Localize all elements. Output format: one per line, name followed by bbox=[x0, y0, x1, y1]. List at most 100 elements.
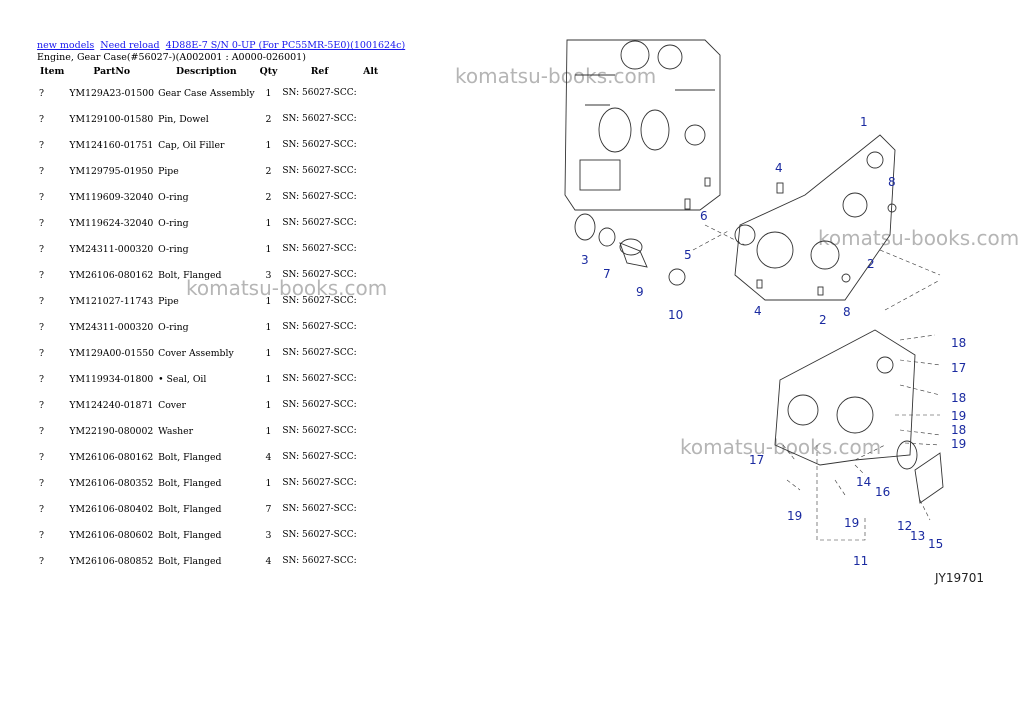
cell-alt bbox=[359, 236, 383, 262]
cell-item: ? bbox=[39, 269, 44, 281]
header-description: Description bbox=[176, 66, 237, 77]
callout-label: 9 bbox=[636, 285, 644, 299]
cell-partno: YM24311-000320 bbox=[69, 321, 154, 333]
cell-ref: SN: 56027-SCC: bbox=[282, 321, 357, 332]
cell-alt bbox=[359, 314, 383, 340]
callout-label: 10 bbox=[668, 308, 683, 322]
cell-description: Pipe bbox=[158, 295, 179, 307]
cell-alt bbox=[359, 366, 383, 392]
callout-label: 2 bbox=[867, 257, 875, 271]
callout-label: 6 bbox=[700, 209, 708, 223]
cell-description: Cover bbox=[158, 399, 186, 411]
callout-label: 16 bbox=[875, 485, 890, 499]
cell-ref: SN: 56027-SCC: bbox=[282, 555, 357, 566]
cell-item: ? bbox=[39, 529, 44, 541]
cell-description: Bolt, Flanged bbox=[158, 503, 222, 515]
cell-alt bbox=[359, 158, 383, 184]
figure-id: JY19701 bbox=[934, 571, 984, 585]
cell-alt bbox=[359, 184, 383, 210]
cell-item: ? bbox=[39, 295, 44, 307]
callout-label: 19 bbox=[951, 437, 966, 451]
cell-description: Pipe bbox=[158, 165, 179, 177]
callout-label: 7 bbox=[603, 267, 611, 281]
cell-qty: 4 bbox=[265, 555, 272, 567]
cell-qty: 1 bbox=[265, 373, 272, 385]
parts-table: Item PartNo Description Qty Ref Alt ?YM1… bbox=[37, 66, 383, 574]
nav-link-new-models[interactable]: new models bbox=[37, 40, 95, 51]
cell-qty: 1 bbox=[265, 243, 272, 255]
callout-label: 17 bbox=[749, 453, 764, 467]
cell-ref: SN: 56027-SCC: bbox=[282, 503, 357, 514]
cell-qty: 1 bbox=[265, 217, 272, 229]
cell-partno: YM26106-080352 bbox=[69, 477, 154, 489]
callout-label: 19 bbox=[844, 516, 859, 530]
cell-alt bbox=[359, 106, 383, 132]
cell-qty: 1 bbox=[265, 399, 272, 411]
cell-item: ? bbox=[39, 217, 44, 229]
cell-item: ? bbox=[39, 113, 44, 125]
cell-partno: YM26106-080852 bbox=[69, 555, 154, 567]
callout-label: 19 bbox=[951, 409, 966, 423]
cell-alt bbox=[359, 522, 383, 548]
callout-label: 3 bbox=[581, 253, 589, 267]
gear-case-drawing bbox=[734, 134, 896, 301]
cell-partno: YM121027-11743 bbox=[69, 295, 154, 307]
cell-item: ? bbox=[39, 243, 44, 255]
cell-partno: YM24311-000320 bbox=[69, 243, 154, 255]
leader-lines bbox=[692, 224, 941, 541]
cell-ref: SN: 56027-SCC: bbox=[282, 243, 357, 254]
cell-ref: SN: 56027-SCC: bbox=[282, 425, 357, 436]
cell-item: ? bbox=[39, 87, 44, 99]
cell-partno: YM119624-32040 bbox=[69, 217, 154, 229]
cell-ref: SN: 56027-SCC: bbox=[282, 347, 357, 358]
cell-partno: YM124160-01751 bbox=[69, 139, 154, 151]
callout-label: 4 bbox=[754, 304, 762, 318]
callout-label: 12 bbox=[897, 519, 912, 533]
cell-qty: 1 bbox=[265, 321, 272, 333]
cell-qty: 2 bbox=[265, 165, 272, 177]
cell-qty: 3 bbox=[265, 529, 272, 541]
nav-link-need-reload[interactable]: Need reload bbox=[100, 40, 160, 51]
cell-ref: SN: 56027-SCC: bbox=[282, 87, 357, 98]
cell-partno: YM22190-080002 bbox=[69, 425, 154, 437]
cell-partno: YM119934-01800 bbox=[69, 373, 154, 385]
cell-description: Cover Assembly bbox=[158, 347, 234, 359]
nav-link-model[interactable]: 4D88E-7 S/N 0-UP (For PC55MR-5E0)(100162… bbox=[165, 40, 406, 51]
callout-label: 18 bbox=[951, 423, 966, 437]
cell-item: ? bbox=[39, 399, 44, 411]
cell-partno: YM129A23-01500 bbox=[69, 87, 155, 99]
cell-ref: SN: 56027-SCC: bbox=[282, 477, 357, 488]
cell-alt bbox=[359, 80, 383, 106]
engine-block-drawing bbox=[564, 39, 721, 211]
cell-alt bbox=[359, 470, 383, 496]
callout-label: 14 bbox=[856, 475, 871, 489]
header-ref: Ref bbox=[310, 66, 329, 77]
cell-alt bbox=[359, 548, 383, 574]
cell-alt bbox=[359, 288, 383, 314]
cell-description: • Seal, Oil bbox=[158, 373, 207, 385]
small-parts-drawing bbox=[574, 177, 897, 296]
cell-qty: 1 bbox=[265, 425, 272, 437]
header-item: Item bbox=[40, 66, 65, 77]
cell-partno: YM26106-080602 bbox=[69, 529, 154, 541]
breadcrumb: new models Need reload 4D88E-7 S/N 0-UP … bbox=[37, 40, 408, 51]
cell-ref: SN: 56027-SCC: bbox=[282, 139, 357, 150]
cell-alt bbox=[359, 496, 383, 522]
cell-ref: SN: 56027-SCC: bbox=[282, 399, 357, 410]
callout-label: 8 bbox=[888, 175, 896, 189]
exploded-parts-diagram: 1 2 2 3 4 4 5 6 7 8 8 9 10 11 12 13 14 1… bbox=[564, 39, 984, 585]
cell-partno: YM26106-080162 bbox=[69, 451, 154, 463]
callout-label: 2 bbox=[819, 313, 827, 327]
cell-ref: SN: 56027-SCC: bbox=[282, 529, 357, 540]
cell-qty: 7 bbox=[265, 503, 272, 515]
cell-description: Bolt, Flanged bbox=[158, 269, 222, 281]
